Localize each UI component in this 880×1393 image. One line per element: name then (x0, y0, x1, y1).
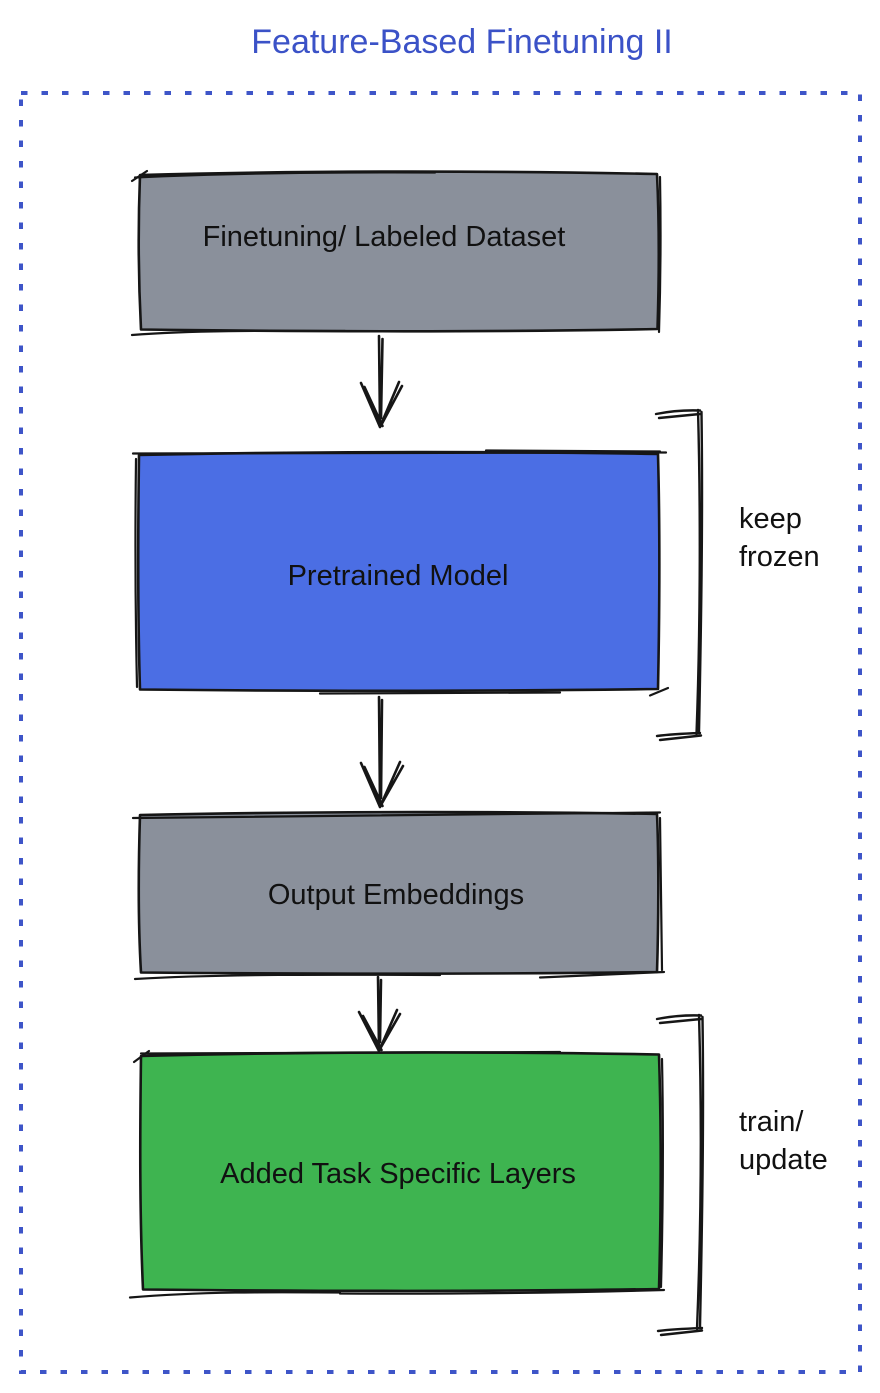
brackets (654, 408, 705, 1337)
node-label-output-embeddings: Output Embeddings (268, 879, 524, 911)
node-label-pretrained-model: Pretrained Model (288, 560, 509, 592)
arrow-dataset-to-model (359, 334, 404, 429)
arrow-model-to-embeddings (359, 695, 405, 809)
annotation-keep: keep (739, 503, 802, 535)
annotation-frozen: frozen (739, 541, 820, 573)
node-labels: Finetuning/ Labeled Dataset Pretrained M… (203, 221, 576, 1190)
arrow-embeddings-to-layers (357, 975, 402, 1053)
node-label-finetuning-dataset: Finetuning/ Labeled Dataset (203, 221, 566, 253)
dotted-frame (19, 91, 862, 1374)
annotation-update: update (739, 1144, 828, 1176)
connectors (357, 334, 405, 1053)
node-shapes (136, 170, 662, 1293)
annotation-train: train/ (739, 1106, 804, 1138)
page-title: Feature-Based Finetuning II (251, 23, 672, 61)
bracket-keep-frozen (654, 408, 704, 742)
node-label-added-task-layers: Added Task Specific Layers (220, 1158, 576, 1190)
bracket-train-update (655, 1013, 705, 1337)
annotation-labels: keep frozen train/ update (739, 503, 828, 1176)
sketch-strokes (128, 169, 670, 1299)
